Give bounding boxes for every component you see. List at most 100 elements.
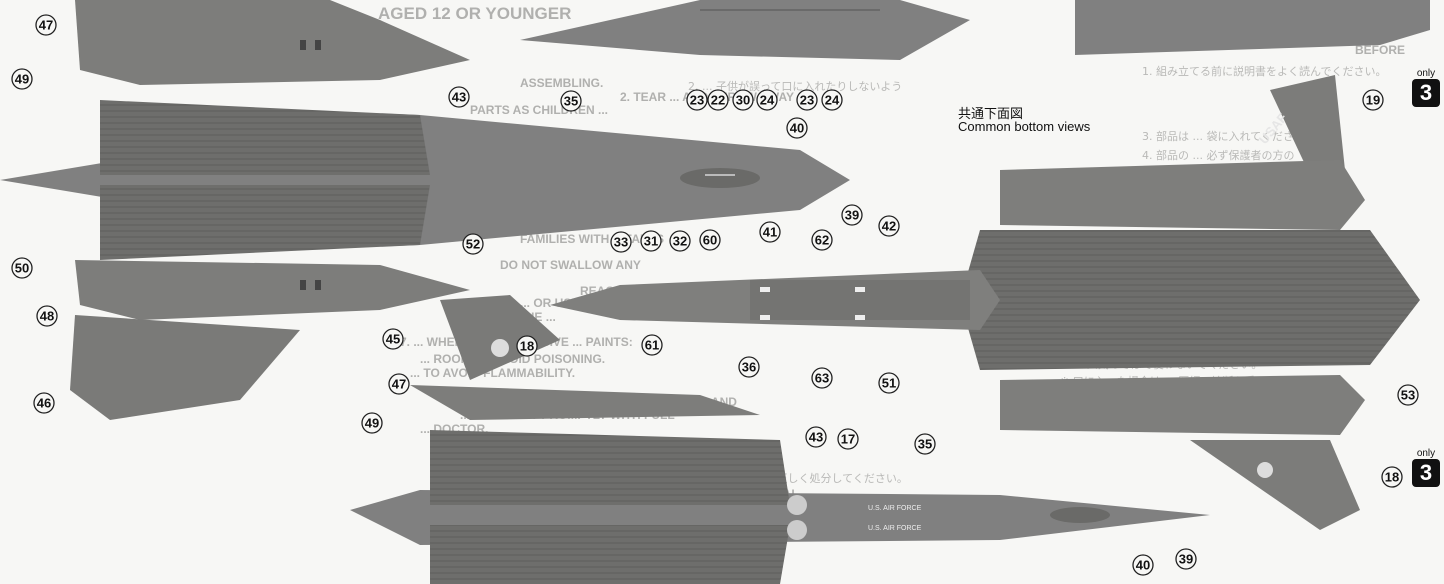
callout-18: 18 <box>516 335 538 357</box>
callout-31: 31 <box>640 230 662 252</box>
callout-layer: 47 49 43 35 40 39 52 50 48 46 23 22 30 24 23 24 19 42 62 41… <box>11 14 1419 576</box>
callout-60: 60 <box>699 229 721 251</box>
callout-number: 23 <box>800 93 814 108</box>
callout-number: 33 <box>614 235 628 250</box>
callout-18: 18 <box>1381 466 1403 488</box>
callout-53: 53 <box>1397 384 1419 406</box>
instruction-line-jp: 3. 部品は ... 袋に入れてください。 <box>1142 130 1316 143</box>
callout-number: 45 <box>386 332 400 347</box>
callout-30: 30 <box>732 89 754 111</box>
callout-number: 40 <box>790 121 804 136</box>
aircraft-top-view-1 <box>0 0 850 420</box>
callout-number: 48 <box>40 309 54 324</box>
callout-number: 40 <box>1136 558 1150 573</box>
callout-number: 61 <box>645 338 659 353</box>
callout-39: 39 <box>841 204 863 226</box>
callout-35: 35 <box>914 433 936 455</box>
aircraft-partial-top-right <box>1075 0 1430 55</box>
instruction-line-en: BEFORE <box>1355 43 1406 57</box>
callout-52: 52 <box>462 233 484 255</box>
callout-number: 24 <box>825 93 840 108</box>
instruction-line-en: ... TO AVOID FLAMMABILITY. <box>410 366 576 380</box>
callout-number: 32 <box>673 234 687 249</box>
callout-number: 41 <box>763 225 777 240</box>
callout-24: 24 <box>756 89 778 111</box>
callout-number: 43 <box>452 90 466 105</box>
instruction-line-jp: 4. 部品の ... 必ず保護者の方の <box>1142 149 1295 162</box>
callout-24: 24 <box>821 89 843 111</box>
only-badge-2: only 3 <box>1412 448 1440 487</box>
only-label-1: only <box>1416 68 1436 79</box>
callout-40: 40 <box>786 117 808 139</box>
callout-49: 49 <box>11 68 33 90</box>
callout-number: 35 <box>564 94 578 109</box>
callout-number: 31 <box>644 234 658 249</box>
callout-number: 43 <box>809 430 823 445</box>
callout-40: 40 <box>1132 554 1154 576</box>
callout-number: 22 <box>711 93 725 108</box>
callout-32: 32 <box>669 230 691 252</box>
callout-45: 45 <box>382 328 404 350</box>
callout-50: 50 <box>11 257 33 279</box>
callout-43: 43 <box>448 86 470 108</box>
only-label-2: only <box>1416 448 1436 459</box>
callout-46: 46 <box>33 392 55 414</box>
usaf-tail-marking: USAF <box>1256 110 1290 147</box>
callout-number: 30 <box>736 93 750 108</box>
callout-number: 49 <box>365 416 379 431</box>
callout-47: 47 <box>388 373 410 395</box>
callout-number: 62 <box>815 233 829 248</box>
instruction-line-en: DO NOT SWALLOW ANY <box>500 258 641 272</box>
callout-63: 63 <box>811 367 833 389</box>
callout-number: 60 <box>703 233 717 248</box>
callout-61: 61 <box>641 334 663 356</box>
callout-35: 35 <box>560 90 582 112</box>
only-number-1: 3 <box>1412 79 1440 107</box>
callout-number: 42 <box>882 219 896 234</box>
instruction-line-jp: 1. 組み立てる前に説明書をよく読んでください。 <box>1142 65 1387 78</box>
callout-33: 33 <box>610 231 632 253</box>
callout-47: 47 <box>35 14 57 36</box>
callout-number: 17 <box>841 432 855 447</box>
common-bottom-title-jp: 共通下面図 <box>958 106 1024 121</box>
instruction-line-en: ASSEMBLING. <box>520 76 604 90</box>
callout-41: 41 <box>759 221 781 243</box>
callout-number: 18 <box>520 339 534 354</box>
callout-19: 19 <box>1362 89 1384 111</box>
callout-number: 63 <box>815 371 829 386</box>
callout-62: 62 <box>811 229 833 251</box>
callout-number: 39 <box>1179 552 1193 567</box>
aircraft-bottom-view-center <box>550 270 1000 330</box>
callout-number: 51 <box>882 376 896 391</box>
aircraft-side-view <box>520 0 970 60</box>
callout-number: 52 <box>466 237 480 252</box>
us-air-force-marking-1: U.S. AIR FORCE <box>868 505 922 512</box>
callout-number: 47 <box>392 377 406 392</box>
callout-number: 50 <box>15 261 29 276</box>
callout-number: 47 <box>39 18 53 33</box>
callout-42: 42 <box>878 215 900 237</box>
callout-23: 23 <box>686 89 708 111</box>
callout-number: 49 <box>15 72 29 87</box>
callout-36: 36 <box>738 356 760 378</box>
callout-number: 23 <box>690 93 704 108</box>
callout-number: 46 <box>37 396 51 411</box>
us-air-force-marking-2: U.S. AIR FORCE <box>868 525 922 532</box>
callout-39: 39 <box>1175 548 1197 570</box>
callout-number: 24 <box>760 93 775 108</box>
callout-number: 18 <box>1385 470 1399 485</box>
callout-23: 23 <box>796 89 818 111</box>
callout-number: 39 <box>845 208 859 223</box>
callout-49: 49 <box>361 412 383 434</box>
callout-43: 43 <box>805 426 827 448</box>
callout-number: 35 <box>918 437 932 452</box>
only-number-2: 3 <box>1412 459 1440 487</box>
only-badge-1: only 3 <box>1412 68 1440 107</box>
callout-number: 36 <box>742 360 756 375</box>
callout-number: 53 <box>1401 388 1415 403</box>
callout-number: 19 <box>1366 93 1380 108</box>
callout-17: 17 <box>837 428 859 450</box>
callout-51: 51 <box>878 372 900 394</box>
